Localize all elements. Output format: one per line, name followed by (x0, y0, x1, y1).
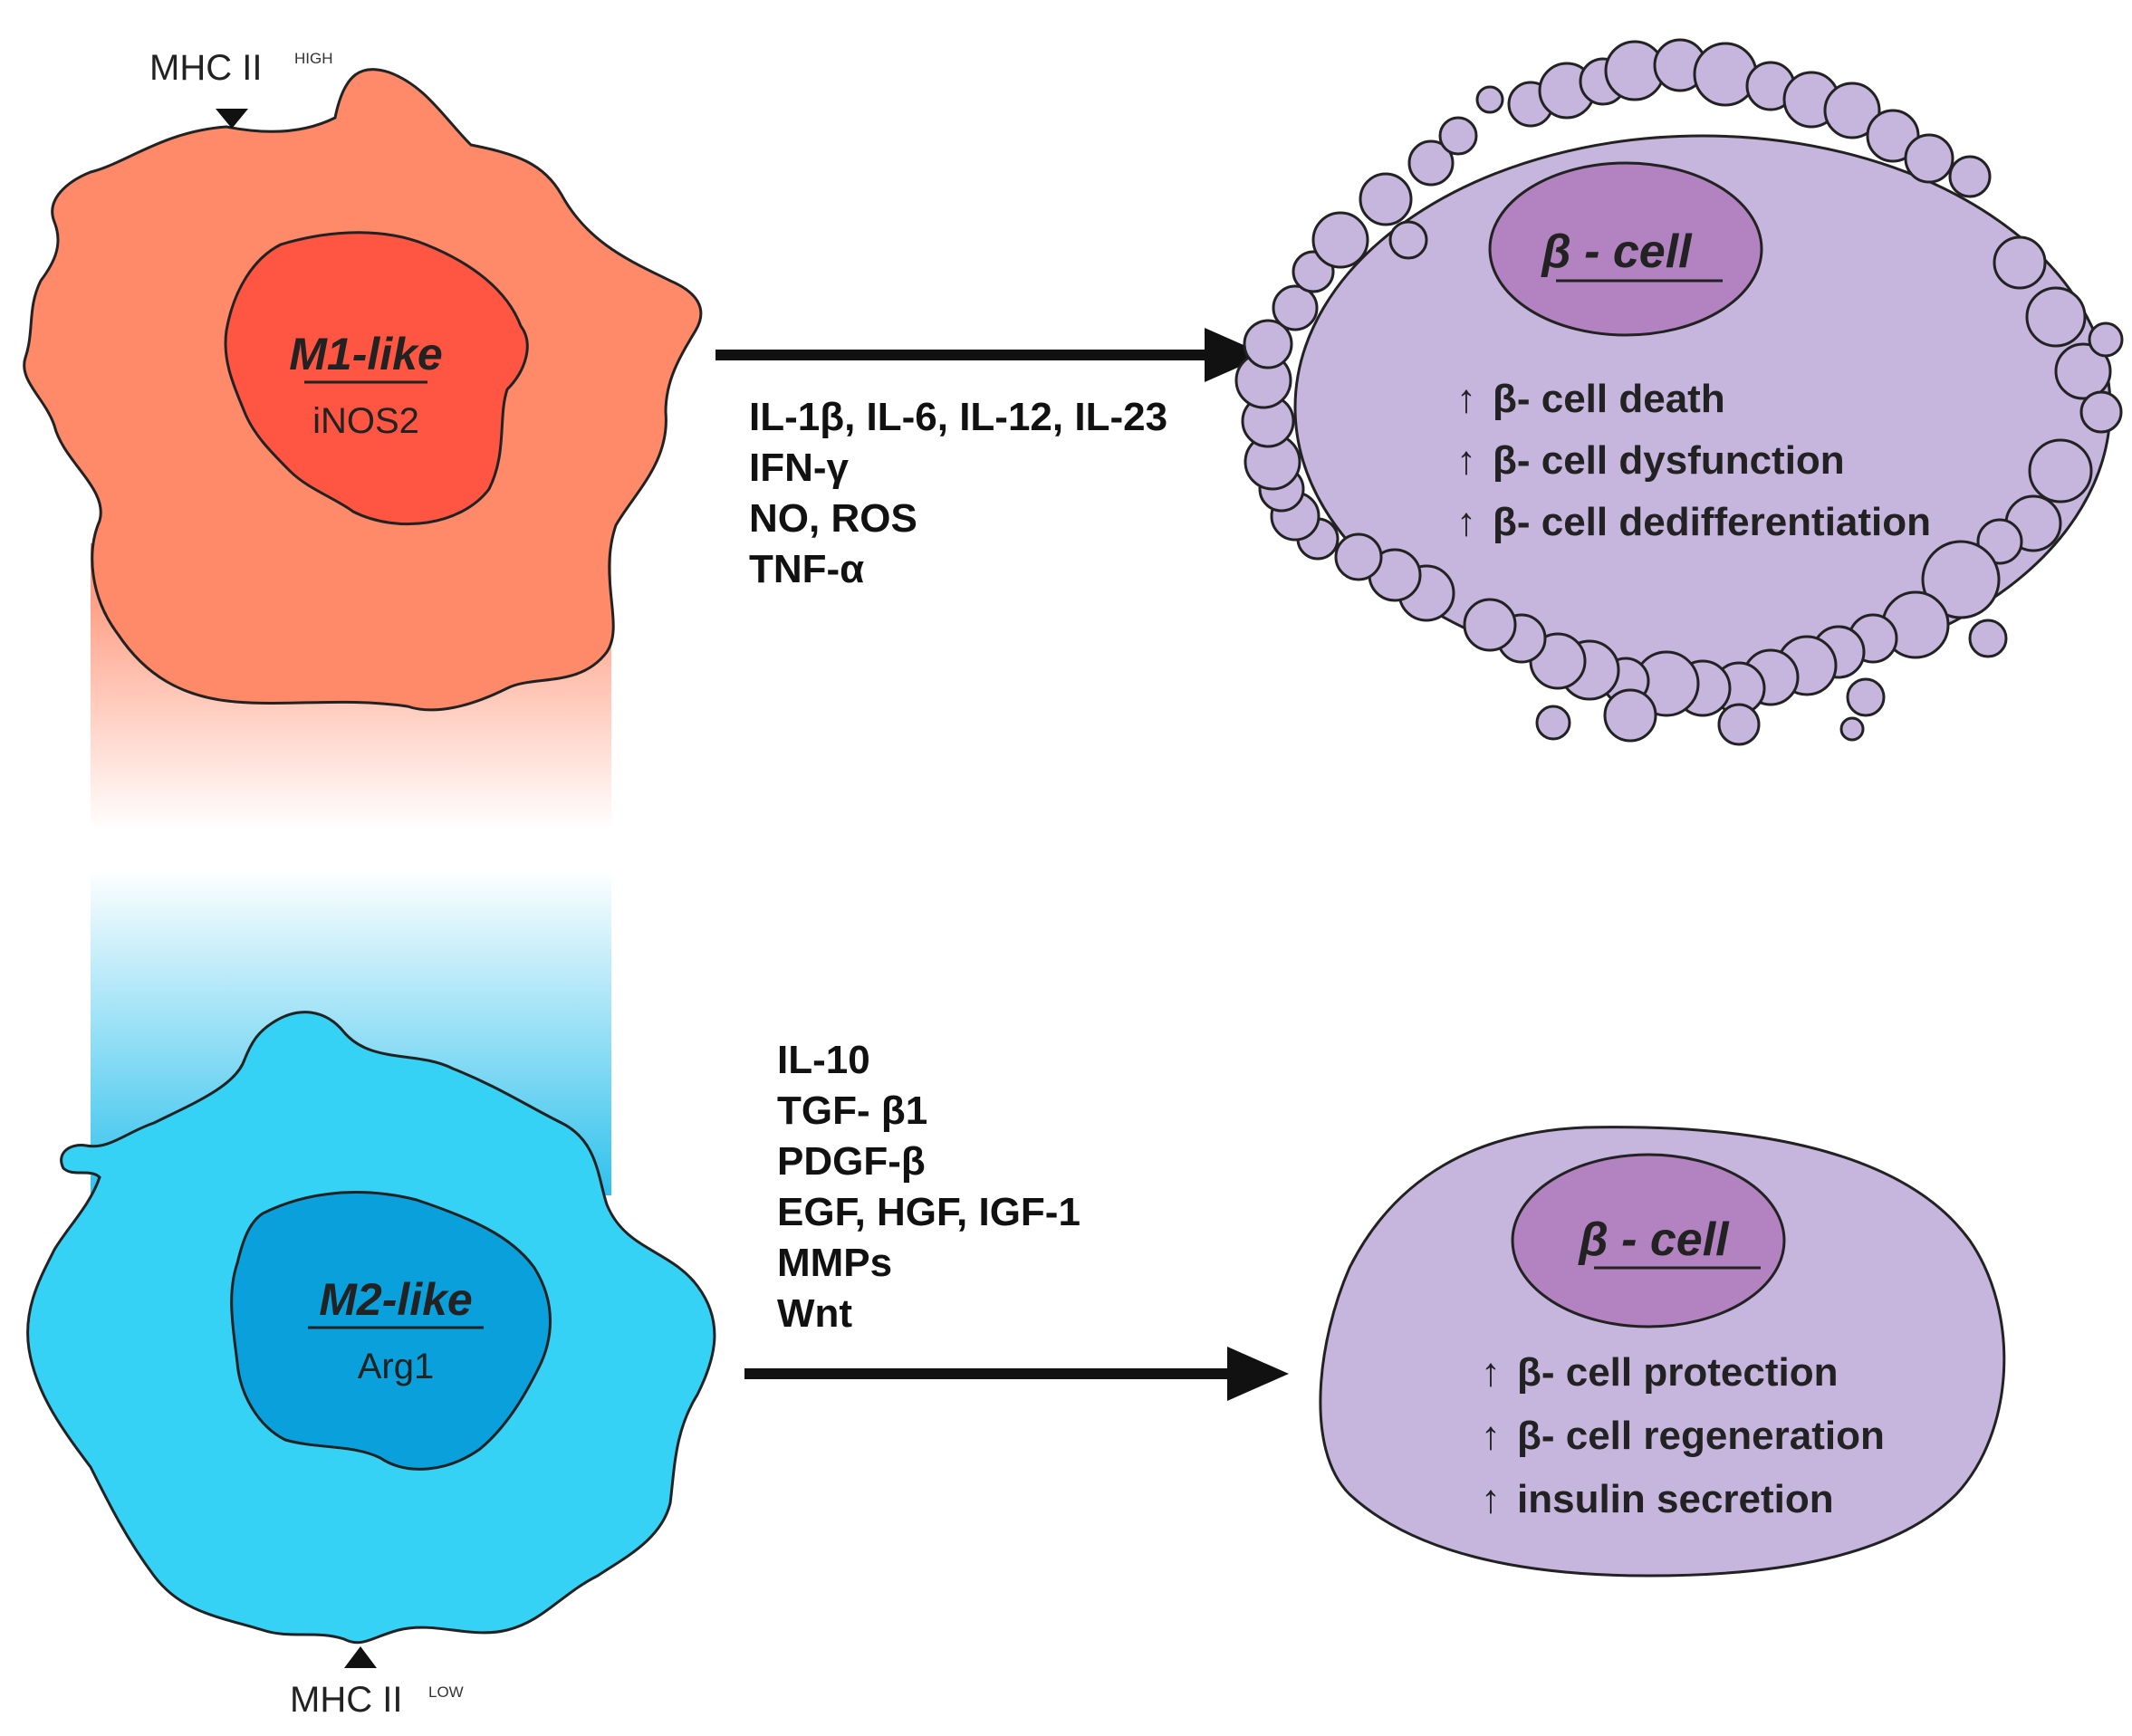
beta-cell-vesicles (1234, 38, 2124, 746)
beta-cell-top-effect-1: β- cell death (1493, 377, 1725, 421)
vesicle (1921, 540, 2001, 619)
m2-macrophage: M2-like Arg1 MHC II LOW (26, 1011, 716, 1720)
m2-secretion-4: EGF, HGF, IGF-1 (777, 1190, 1080, 1234)
m2-secretion-2: TGF- β1 (777, 1089, 927, 1133)
vesicle (1463, 598, 1517, 652)
vesicle (1948, 155, 1992, 198)
beta-cell-bottom-effects: ↑ β- cell protection ↑ β- cell regeneration… (1481, 1350, 1885, 1521)
m2-mhc-superscript: LOW (428, 1683, 464, 1701)
m1-secretion-3: NO, ROS (749, 496, 917, 541)
m2-mhc-label: MHC II (290, 1680, 402, 1720)
m1-mhc-label: MHC II (149, 48, 262, 88)
m1-to-beta-arrow (715, 328, 1266, 382)
beta-cell-bottom-body (1319, 1126, 2006, 1578)
m2-secretion-5: MMPs (777, 1241, 892, 1285)
beta-cell-healthy: β - cell ↑ β- cell protection ↑ β- cell reg… (1319, 1126, 2006, 1578)
m2-secretion-6: Wnt (777, 1291, 852, 1336)
beta-cell-top-effect-3: β- cell dedifferentiation (1493, 500, 1931, 544)
beta-cell-top-effects: ↑ β- cell death ↑ β- cell dysfunction ↑ β- ce… (1456, 377, 1931, 544)
m2-secretion-3: PDGF-β (777, 1139, 926, 1184)
up-arrow-icon: ↑ (1481, 1477, 1501, 1521)
beta-cell-top-title: β - cell (1540, 225, 1693, 278)
beta-cell-bottom-effect-2: β- cell regeneration (1517, 1414, 1885, 1458)
up-arrow-icon: ↑ (1456, 500, 1476, 544)
m2-secretion-1: IL-10 (777, 1038, 870, 1082)
m2-nucleus (230, 1191, 552, 1471)
m1-secretion-2: IFN-γ (749, 446, 850, 490)
m1-mhc-superscript: HIGH (294, 50, 333, 67)
m2-name-label: M2-like (319, 1274, 473, 1325)
vesicle (1311, 211, 1369, 269)
vesicle (2025, 286, 2087, 348)
vesicle (2054, 342, 2112, 400)
up-arrow-icon: ↑ (1481, 1414, 1501, 1458)
vesicle (1272, 284, 1319, 331)
beta-cell-bottom-nucleus (1511, 1153, 1786, 1328)
vesicle (1334, 532, 1383, 581)
up-arrow-icon: ↑ (1456, 377, 1476, 421)
beta-cell-bottom-effect-3: insulin secretion (1517, 1477, 1834, 1521)
beta-cell-top-nucleus (1488, 161, 1763, 337)
m1-macrophage: M1-like iNOS2 MHC II HIGH (23, 48, 703, 712)
vesicle (2028, 438, 2093, 504)
beta-cell-bottom-effect-1: β- cell protection (1517, 1350, 1838, 1395)
vesicle (1535, 705, 1571, 741)
up-arrow-icon: ↑ (1456, 438, 1476, 483)
vesicle (2088, 321, 2124, 358)
vesicle (1993, 235, 2047, 290)
vesicle (1438, 116, 1478, 156)
beta-cell-top-effect-2: β- cell dysfunction (1493, 438, 1845, 483)
m1-marker-label: iNOS2 (312, 401, 419, 441)
vesicle (1407, 139, 1455, 187)
m1-mhc-triangle-icon (216, 109, 248, 129)
beta-cell-stressed: β - cell ↑ β- cell death ↑ β- cell dysfunct… (1234, 38, 2124, 746)
m2-mhc-triangle-icon (344, 1646, 377, 1668)
vesicle (1693, 42, 1758, 107)
vesicle (1968, 619, 2008, 658)
vesicle (1846, 677, 1886, 717)
m1-secretion-4: TNF-α (749, 547, 864, 591)
m1-secretion-1: IL-1β, IL-6, IL-12, IL-23 (749, 395, 1167, 439)
vesicle (1475, 85, 1504, 114)
vesicle (1603, 688, 1657, 743)
m1-nucleus (224, 231, 529, 526)
beta-cell-bottom-title: β - cell (1577, 1213, 1730, 1266)
vesicle (1904, 133, 1954, 184)
vesicle (1823, 82, 1881, 139)
vesicle (1359, 172, 1413, 226)
m2-to-beta-arrow (744, 1347, 1289, 1401)
vesicle (1866, 109, 1920, 163)
vesicle (1243, 319, 1293, 369)
vesicle (1388, 220, 1428, 260)
up-arrow-icon: ↑ (1481, 1350, 1501, 1395)
vesicle (2079, 390, 2123, 434)
m2-marker-label: Arg1 (358, 1347, 435, 1386)
vesicle (1717, 703, 1761, 746)
m1-name-label: M1-like (289, 329, 443, 379)
vesicle (1839, 716, 1865, 742)
